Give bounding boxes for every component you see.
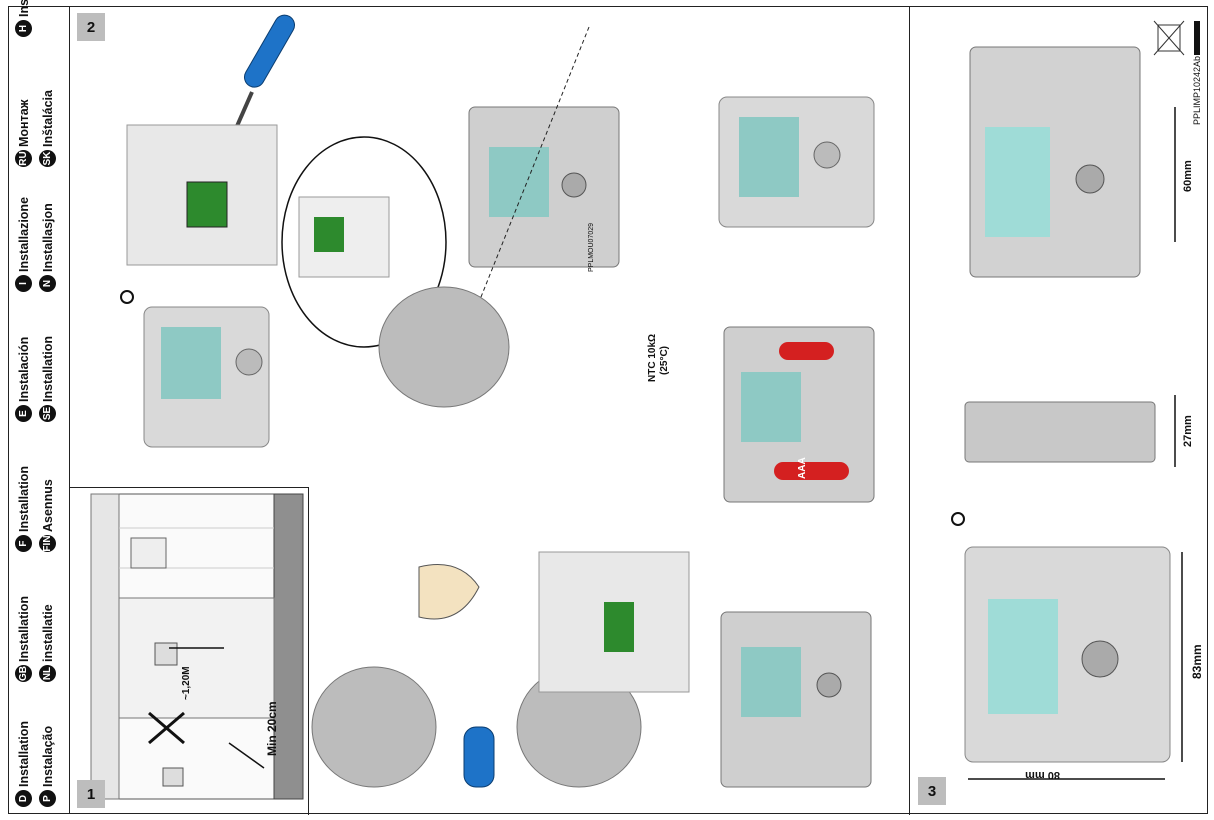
sensor-label: NTC 10kΩ xyxy=(647,333,658,382)
language-h: H Installáció xyxy=(15,0,32,37)
screwdriver-handle-icon xyxy=(463,726,495,788)
language-label: Монтаж xyxy=(16,99,31,147)
language-code-badge: GB xyxy=(15,665,32,682)
battery-icon xyxy=(774,462,849,480)
language-fin: FIN Asennus xyxy=(39,479,56,552)
language-code-badge: FIN xyxy=(39,535,56,552)
language-code-badge: P xyxy=(39,790,56,807)
language-label: Installazione xyxy=(16,196,31,272)
language-label: Installasjon xyxy=(40,203,55,272)
language-label: installatie xyxy=(40,604,55,662)
language-code-badge: I xyxy=(15,275,32,292)
document-code: PPLIMP10242Ab xyxy=(1192,55,1202,125)
language-n: N Installasjon xyxy=(39,203,56,292)
open-unit xyxy=(468,26,620,328)
language-code-badge: F xyxy=(15,535,32,552)
language-p: P Instalação xyxy=(39,726,56,807)
language-e: E Instalación xyxy=(15,337,32,422)
language-label: Installation xyxy=(16,596,31,662)
device-model-label: PPLMOU07029 xyxy=(588,222,595,272)
language-code-badge: D xyxy=(15,790,32,807)
language-i: I Installazione xyxy=(15,197,32,292)
language-code-badge: H xyxy=(15,20,32,37)
length-dimension: 80 mm xyxy=(1025,769,1060,781)
height-dimension: 60mm xyxy=(1182,160,1194,192)
language-nl: NL installatie xyxy=(39,604,56,682)
battery-icon xyxy=(779,342,834,360)
language-label: Instalación xyxy=(16,336,31,402)
radio-signal-icon xyxy=(120,290,134,304)
step-3-badge: 3 xyxy=(918,777,946,805)
language-f: F Installation xyxy=(15,466,32,552)
battery-label: AAA xyxy=(797,457,808,479)
hand-icon xyxy=(418,564,480,620)
device-batteries xyxy=(723,326,875,503)
dimension-illustrations xyxy=(951,20,1200,780)
language-label: Inštalácia xyxy=(40,90,55,147)
thermostat-front xyxy=(143,306,270,448)
language-code-badge: RU xyxy=(15,150,32,167)
sensor-temp-label: (25°C) xyxy=(659,345,670,375)
step-1-panel: ~1,20M Min 20cm 1 xyxy=(69,487,309,815)
language-se: SE Installation xyxy=(39,336,56,422)
radio-signal-icon xyxy=(951,512,965,526)
width-dimension: 83mm xyxy=(1190,644,1204,679)
language-label: Instalação xyxy=(40,725,55,787)
language-gb: GB Installation xyxy=(15,596,32,682)
language-code-badge: NL xyxy=(39,665,56,682)
step-1-badge: 1 xyxy=(77,780,105,808)
device-bottom xyxy=(720,611,872,788)
device-top xyxy=(718,96,875,228)
language-code-badge: E xyxy=(15,405,32,422)
recycle-bin-icon xyxy=(1153,20,1200,56)
step-2-panel: 2 xyxy=(69,7,909,815)
language-code-badge: SE xyxy=(39,405,56,422)
language-d: D Installation xyxy=(15,721,32,807)
room-illustration xyxy=(90,493,304,800)
depth-dimension: 27mm xyxy=(1182,415,1194,447)
language-label: Asennus xyxy=(40,479,55,532)
language-label: Installation xyxy=(16,721,31,787)
language-label: Installáció xyxy=(17,0,31,17)
step-3-panel: 60mm 27mm 83mm 80 mm PPLIMP10242Ab 3 xyxy=(909,7,1209,815)
installation-illustrations xyxy=(120,14,875,788)
language-ru: RU Монтаж xyxy=(15,99,32,167)
language-code-badge: N xyxy=(39,275,56,292)
step-2-badge: 2 xyxy=(77,13,105,41)
language-label: Installation xyxy=(16,466,31,532)
language-sk: SK Inštalácia xyxy=(39,90,56,167)
language-label: Installation xyxy=(40,336,55,402)
language-code-badge: SK xyxy=(39,150,56,167)
